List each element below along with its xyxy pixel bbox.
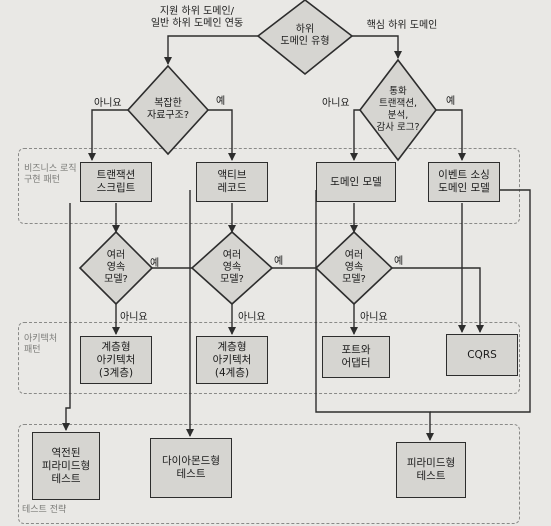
event-sourcing-box: 이벤트 소싱 도메인 모델 <box>428 162 500 202</box>
complex-data-text: 복잡한 자료구조? <box>146 98 190 121</box>
edge-yes-right: 예 <box>446 96 456 107</box>
testing-zone <box>18 424 520 524</box>
transaction-script-box: 트랜잭션 스크립트 <box>80 162 152 202</box>
pyramid-testing-box: 피라미드형 테스트 <box>396 442 466 498</box>
layered-4-box: 계층형 아키텍처 (4계층) <box>196 336 268 384</box>
testing-zone-label: 테스트 전략 <box>22 505 67 515</box>
domain-model-box: 도메인 모델 <box>316 162 396 202</box>
active-record-box: 액티브 레코드 <box>196 162 268 202</box>
persist-diamond-2 <box>190 230 274 306</box>
edge-no-p1: 아니요 <box>120 312 148 323</box>
business-logic-zone <box>18 148 520 224</box>
architecture-zone-label: 아키텍처 패턴 <box>24 334 58 355</box>
ports-adapters-box: 포트와 어댑터 <box>322 336 390 378</box>
persist-text-1: 여러 영속 모델? <box>104 250 128 285</box>
persist-diamond-3 <box>314 230 394 306</box>
architecture-zone <box>18 322 520 394</box>
top-label-right: 핵심 하위 도메인 <box>366 20 438 31</box>
audit-diamond <box>358 58 438 162</box>
edge-no-left: 아니요 <box>94 98 122 109</box>
diamond-testing-box: 다이아몬드형 테스트 <box>150 438 232 498</box>
edge-yes-left: 예 <box>216 96 226 107</box>
reverse-pyramid-box: 역전된 피라미드형 테스트 <box>32 432 100 500</box>
complex-data-diamond <box>126 64 210 156</box>
edge-no-right: 아니요 <box>322 98 350 109</box>
cqrs-box: CQRS <box>446 334 518 376</box>
audit-text: 통화 트랜잭션, 분석, 감사 로그? <box>376 86 420 133</box>
persist-text-2: 여러 영속 모델? <box>220 250 244 285</box>
business-logic-zone-label: 비즈니스 로직 구현 패턴 <box>24 164 77 185</box>
persist-text-3: 여러 영속 모델? <box>342 250 366 285</box>
edge-yes-p1: 예 <box>150 258 160 269</box>
layered-3-box: 계층형 아키텍처 (3계층) <box>80 336 152 384</box>
top-label-left: 지원 하위 도메인/ 일반 하위 도메인 연동 <box>150 6 244 29</box>
persist-diamond-1 <box>78 230 154 306</box>
subdomain-type-diamond <box>256 0 354 76</box>
edge-no-p3: 아니요 <box>360 312 388 323</box>
subdomain-type-text: 하위 도메인 유형 <box>280 24 330 47</box>
edge-no-p2: 아니요 <box>238 312 266 323</box>
edge-yes-p3: 예 <box>394 256 404 267</box>
edge-yes-p2: 예 <box>274 256 284 267</box>
